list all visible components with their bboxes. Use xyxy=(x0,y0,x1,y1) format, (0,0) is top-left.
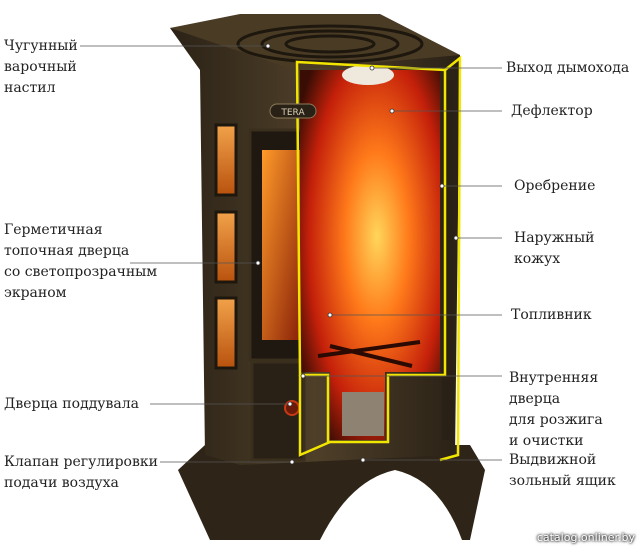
flue-outlet-hole xyxy=(342,65,394,85)
label-ash-door: Дверца поддувала xyxy=(4,396,140,412)
firebox-door-glass xyxy=(262,150,300,340)
label-finning: Оребрение xyxy=(514,178,596,194)
side-window-2 xyxy=(214,210,238,284)
label-cast-iron-cooktop: Чугунный варочный настил xyxy=(4,38,78,96)
leader-dots xyxy=(255,43,459,465)
side-window-3 xyxy=(214,296,238,370)
cooktop-rings xyxy=(236,24,424,64)
firewood xyxy=(317,340,421,368)
watermark: catalog.onliner.by xyxy=(536,531,635,544)
cut-outline xyxy=(295,55,462,462)
brand-text: TERA xyxy=(280,108,305,118)
label-inner-door: Внутренняя дверца для розжига и очистки xyxy=(509,370,603,449)
label-flue-outlet: Выход дымохода xyxy=(506,60,630,76)
label-air-valve: Клапан регулировки подачи воздуха xyxy=(4,454,158,491)
side-window-1 xyxy=(214,123,238,197)
brand-plate: TERA xyxy=(269,103,317,119)
label-deflector: Дефлектор xyxy=(511,103,593,119)
label-outer-casing: Наружный кожух xyxy=(514,230,595,267)
leader-lines xyxy=(80,45,502,463)
base-arch xyxy=(320,470,462,540)
stove-top xyxy=(170,14,460,70)
label-sealed-firebox-door: Герметичная топочная дверца со светопроз… xyxy=(4,222,158,301)
ash-drawer xyxy=(342,392,384,436)
label-ash-drawer: Выдвижной зольный ящик xyxy=(509,452,616,489)
label-firebox: Топливник xyxy=(511,307,592,323)
